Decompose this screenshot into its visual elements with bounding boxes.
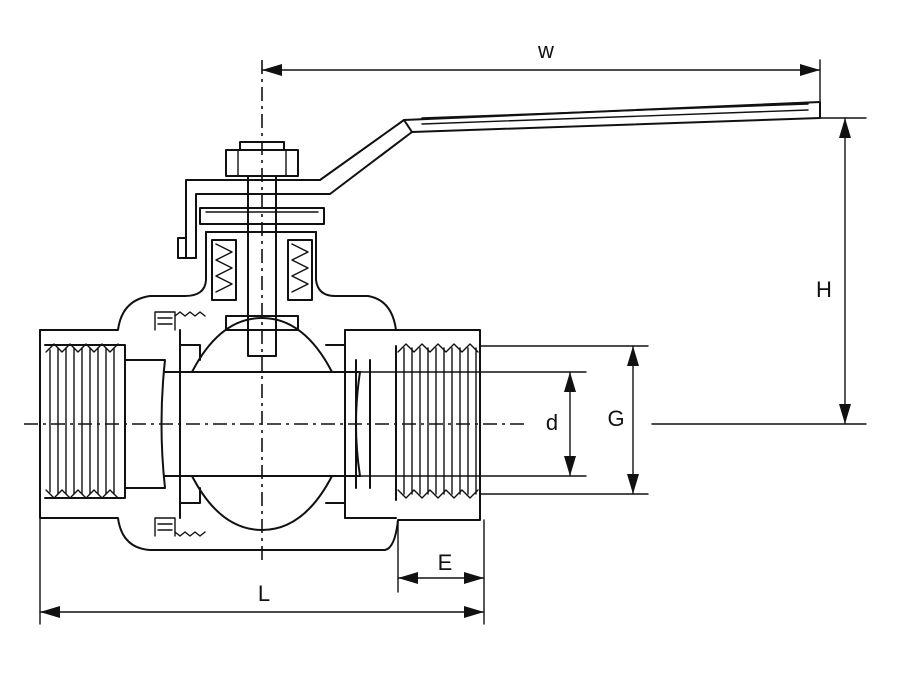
label-G: G — [607, 406, 624, 431]
stem-nut — [225, 141, 299, 177]
handle-lever — [177, 101, 821, 259]
dimension-G: G — [479, 345, 649, 495]
dimension-H: H — [651, 117, 867, 425]
label-L: L — [258, 581, 270, 606]
valve-body — [39, 231, 481, 551]
seats — [154, 311, 346, 537]
left-threads — [45, 343, 119, 499]
label-d: d — [546, 410, 558, 435]
label-E: E — [438, 550, 453, 575]
dimension-E: E — [397, 519, 485, 625]
dimension-L: L — [39, 517, 485, 625]
dimension-d: d — [359, 371, 587, 477]
label-H: H — [816, 277, 832, 302]
ball — [191, 317, 333, 531]
stem — [199, 175, 325, 357]
flow-bore — [124, 359, 361, 489]
label-w: w — [537, 38, 554, 63]
dimension-w: w — [261, 38, 821, 103]
